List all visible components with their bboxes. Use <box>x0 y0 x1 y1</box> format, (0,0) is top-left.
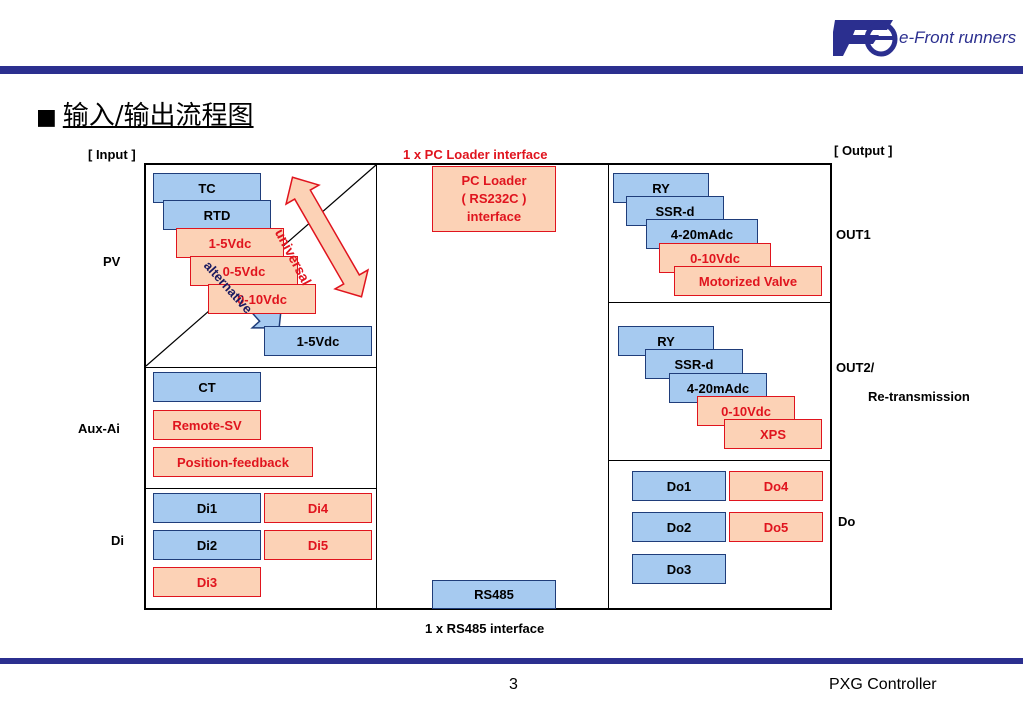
do2-box: Do2 <box>632 512 726 542</box>
pc-loader-line3: interface <box>466 209 522 224</box>
input-1-5vdc-box: 1-5Vdc <box>176 228 284 258</box>
title-bullet: ■ <box>36 105 57 130</box>
rs485-box: RS485 <box>432 580 556 609</box>
pc-loader-box: PC Loader ( RS232C ) interface <box>432 166 556 232</box>
do5-box: Do5 <box>729 512 823 542</box>
di-label: Di <box>111 533 124 548</box>
page-number: 3 <box>509 676 518 693</box>
rtd-box: RTD <box>163 200 271 230</box>
pc-loader-interface-label: 1 x PC Loader interface <box>403 147 548 162</box>
alt-1-5vdc-box: 1-5Vdc <box>264 326 372 356</box>
out1-label: OUT1 <box>836 227 871 242</box>
input-heading: [ Input ] <box>88 147 136 162</box>
fe-logo-icon <box>833 20 898 57</box>
aux-ai-label: Aux-Ai <box>78 421 120 436</box>
frame-bottom-line <box>144 608 832 610</box>
ct-box: CT <box>153 372 261 402</box>
output-divider-2 <box>608 460 830 461</box>
product-name: PXG Controller <box>829 676 937 693</box>
remote-sv-box: Remote-SV <box>153 410 261 440</box>
rs485-interface-label: 1 x RS485 interface <box>425 621 545 636</box>
di4-box: Di4 <box>264 493 372 523</box>
footer-bar <box>0 658 1023 664</box>
pv-label: PV <box>103 254 121 269</box>
input-divider-1 <box>144 367 376 368</box>
frame-left-line <box>144 163 146 610</box>
out2-label: OUT2/ <box>836 360 875 375</box>
output-divider-1 <box>608 302 830 303</box>
input-0-10vdc-box: 0-10Vdc <box>208 284 316 314</box>
header-bar <box>0 66 1023 74</box>
frame-divider-left <box>376 163 377 610</box>
frame-top-line <box>144 163 832 165</box>
frame-divider-right <box>608 163 609 610</box>
pc-loader-line1: PC Loader <box>461 173 527 188</box>
di3-box: Di3 <box>153 567 261 597</box>
retransmission-label: Re-transmission <box>868 389 970 404</box>
do4-box: Do4 <box>729 471 823 501</box>
do1-box: Do1 <box>632 471 726 501</box>
pc-loader-line2: ( RS232C ) <box>461 191 527 206</box>
tc-box: TC <box>153 173 261 203</box>
xps-box: XPS <box>724 419 822 449</box>
do3-box: Do3 <box>632 554 726 584</box>
frame-right-line <box>830 163 832 610</box>
title-text: 输入/输出流程图 <box>62 101 254 131</box>
brand-tagline: e-Front runners <box>899 28 1017 47</box>
di5-box: Di5 <box>264 530 372 560</box>
do-label: Do <box>838 514 856 529</box>
position-feedback-box: Position-feedback <box>153 447 313 477</box>
di2-box: Di2 <box>153 530 261 560</box>
di1-box: Di1 <box>153 493 261 523</box>
page-title: ■输入/输出流程图 <box>36 95 254 132</box>
input-divider-2 <box>144 488 376 489</box>
output-heading: [ Output ] <box>834 143 893 158</box>
motorized-valve-box: Motorized Valve <box>674 266 822 296</box>
